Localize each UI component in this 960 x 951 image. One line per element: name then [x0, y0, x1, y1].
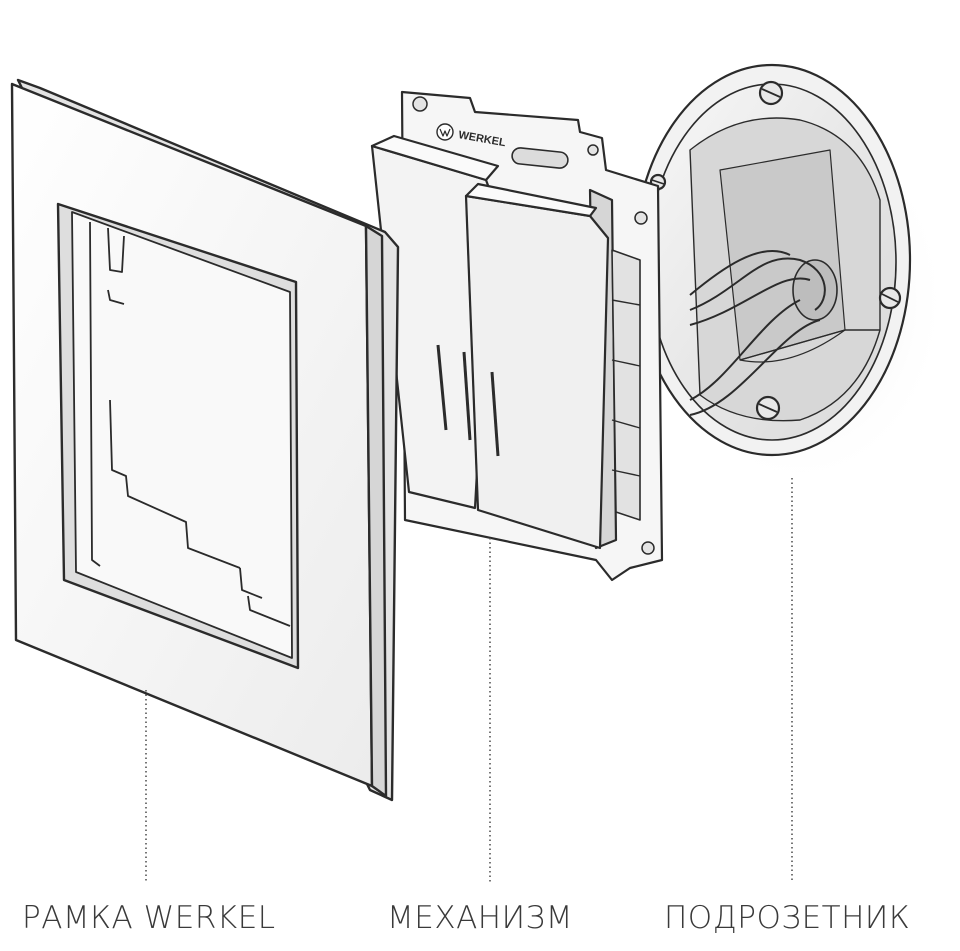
label-mechanism: МЕХАНИЗМ	[387, 900, 573, 936]
screw-icon	[758, 80, 784, 106]
label-back-box: ПОДРОЗЕТНИК	[664, 900, 911, 936]
switch-key-left-top	[370, 134, 500, 182]
cable-entry	[792, 259, 838, 321]
frame-clips	[89, 221, 291, 627]
screw-icon	[755, 395, 781, 421]
label-frame: РАМКА WERKEL	[22, 900, 276, 936]
plate-hole	[641, 541, 655, 555]
indicator-slot-left	[436, 344, 448, 431]
mechanism: WERKEL	[370, 90, 664, 582]
screw-icon	[878, 286, 902, 310]
indicator-slot-center	[462, 351, 472, 441]
switch-key-right	[464, 194, 610, 550]
frame	[10, 78, 400, 802]
plate-hole	[634, 211, 648, 225]
frame-opening	[71, 211, 293, 659]
indicator-slot-right	[490, 371, 500, 457]
back-box-inner-wall	[719, 149, 846, 361]
plate-hole	[587, 144, 599, 156]
switch-key-right-top	[464, 182, 598, 218]
leader-lines	[145, 478, 793, 882]
back-box-wall-lower	[739, 329, 880, 361]
back-box	[632, 63, 950, 490]
werkel-logo-icon	[436, 123, 454, 141]
back-box-floor-edge	[739, 329, 846, 363]
wires	[689, 250, 826, 416]
plate-hole	[412, 96, 428, 112]
frame-side	[364, 224, 388, 798]
plate-slot	[511, 147, 569, 169]
mechanism-terminals	[611, 249, 641, 521]
